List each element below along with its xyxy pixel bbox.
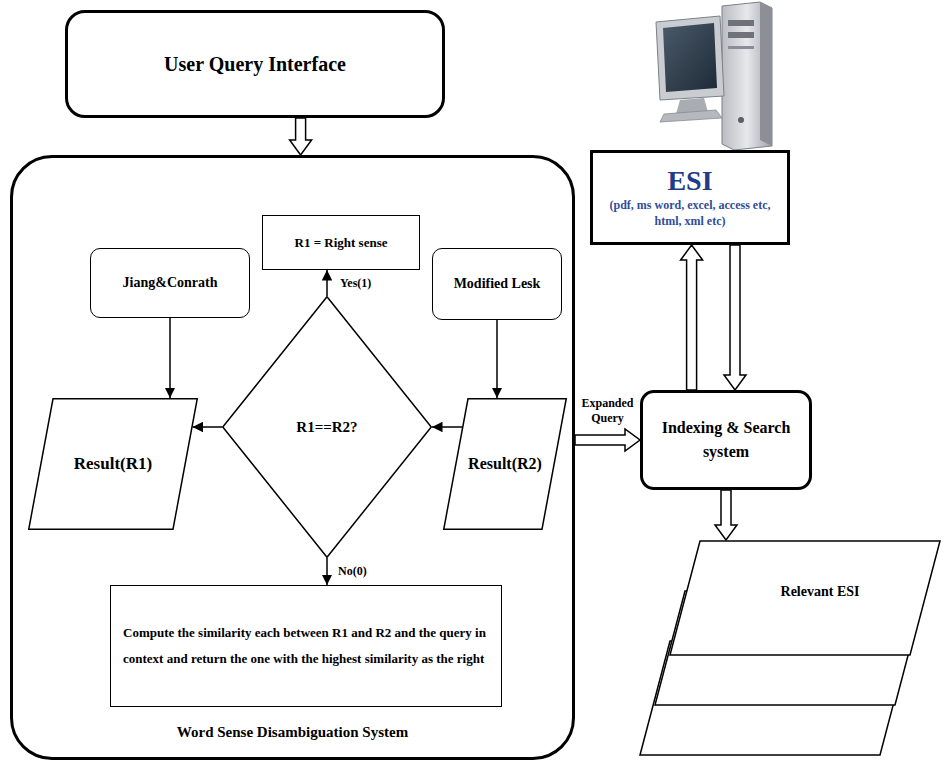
parallelogram — [444, 399, 567, 530]
node-text: (pdf, ms word, excel, access etc, html, … — [601, 197, 779, 229]
edge-label: Yes(1) — [339, 276, 372, 291]
parallelogram — [29, 399, 198, 530]
block-arrow — [681, 245, 703, 390]
node-text: Word Sense Disambiguation System — [13, 724, 572, 741]
flow-arrow — [432, 426, 463, 428]
flow-arrow — [326, 270, 328, 296]
node-text: Result(R1) — [74, 454, 152, 474]
block-arrow — [575, 429, 640, 451]
block-arrow — [290, 118, 312, 155]
diamond — [223, 297, 432, 558]
process-box: Compute the similarity each between R1 a… — [110, 585, 502, 707]
block-arrow — [724, 245, 746, 390]
node-text: R1 = Right sense — [295, 235, 388, 251]
data-source-box: ESI(pdf, ms word, excel, access etc, htm… — [590, 150, 790, 245]
node-text: Result(R2) — [468, 455, 542, 473]
block-arrow — [715, 490, 737, 540]
edge-label: Expanded Query — [576, 396, 640, 426]
system-container: Word Sense Disambiguation System Jiang&Co… — [10, 155, 575, 760]
document-stack: Relevant ESI — [640, 540, 945, 758]
stack-outline — [640, 540, 945, 758]
flow-arrow — [326, 558, 328, 585]
interface-box: User Query Interface — [65, 10, 445, 118]
flow-arrow — [496, 320, 498, 398]
result-parallelogram: Result(R2) — [443, 398, 567, 530]
document-sheet — [670, 541, 940, 655]
node-text: ESI — [667, 166, 712, 197]
edge-label: No(0) — [337, 564, 368, 579]
node-text: Indexing & Search system — [653, 416, 799, 464]
result-box: R1 = Right sense — [262, 215, 420, 270]
node-text: Compute the similarity each between R1 a… — [123, 620, 489, 672]
result-parallelogram: Result(R1) — [28, 398, 198, 530]
node-text: Jiang&Conrath — [123, 275, 218, 291]
node-text: Modified Lesk — [454, 276, 541, 292]
computer-tower — [722, 2, 772, 150]
algorithm-box: Jiang&Conrath — [90, 248, 250, 318]
node-text: User Query Interface — [164, 53, 346, 76]
computer-monitor — [656, 16, 724, 122]
flow-arrow — [169, 318, 171, 398]
decision-diamond: R1==R2? — [222, 296, 432, 558]
algorithm-box: Modified Lesk — [432, 248, 562, 320]
flow-arrow — [193, 426, 222, 428]
node-text: Relevant ESI — [700, 584, 940, 600]
search-system-box: Indexing & Search system — [640, 390, 812, 490]
node-text: R1==R2? — [296, 419, 357, 436]
